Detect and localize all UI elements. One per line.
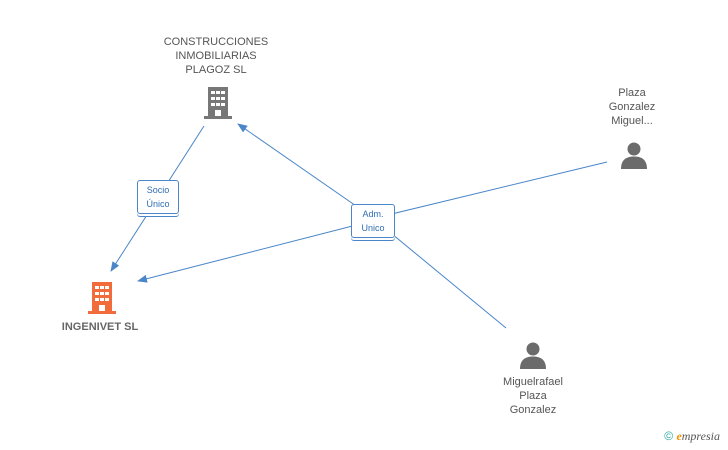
building-icon[interactable] [86, 280, 118, 316]
label-line: Miguel... [611, 115, 653, 127]
building-icon[interactable] [202, 85, 234, 121]
edge-adm-to-construcciones [237, 123, 373, 218]
edge-plaza-to-adm [374, 161, 608, 219]
label-line: Plaza [519, 390, 547, 402]
label-line: Gonzalez [509, 404, 557, 416]
edge-adm-to-ingenivet [137, 220, 373, 283]
edge-miguelrafael-to-adm [374, 219, 507, 329]
badge-line: Único [146, 199, 170, 209]
label-line: Miguelrafael [503, 376, 563, 388]
copyright-symbol: © [664, 429, 674, 443]
person-icon[interactable] [619, 140, 649, 170]
badge-line: Unico [361, 223, 385, 233]
copyright-brand: © empresia [664, 429, 720, 444]
label-line: CONSTRUCCIONES [163, 36, 269, 48]
label-line: INMOBILIARIAS [175, 50, 257, 62]
badge-line: Socio [146, 185, 170, 195]
brand-rest: mpresia [681, 429, 720, 443]
person-icon[interactable] [518, 340, 548, 370]
label-line: Gonzalez [608, 101, 656, 113]
label-line: INGENIVET SL [61, 321, 139, 333]
node-label-miguelrafael[interactable]: Miguelrafael Plaza Gonzalez [488, 375, 578, 417]
label-line: PLAGOZ SL [185, 64, 247, 76]
node-label-ingenivet[interactable]: INGENIVET SL [40, 320, 160, 334]
node-label-plaza-gonzalez-miguel[interactable]: Plaza Gonzalez Miguel... [594, 86, 670, 128]
relationship-badge-adm-unico[interactable]: Adm. Unico [351, 204, 395, 238]
relationship-badge-socio-unico[interactable]: Socio Único [137, 180, 179, 214]
node-label-construcciones[interactable]: CONSTRUCCIONES INMOBILIARIAS PLAGOZ SL [156, 35, 276, 77]
brand-logo: empresia [676, 429, 720, 443]
badge-line: Adm. [362, 209, 384, 219]
label-line: Plaza [618, 87, 646, 99]
brand-initial: e [676, 429, 682, 443]
